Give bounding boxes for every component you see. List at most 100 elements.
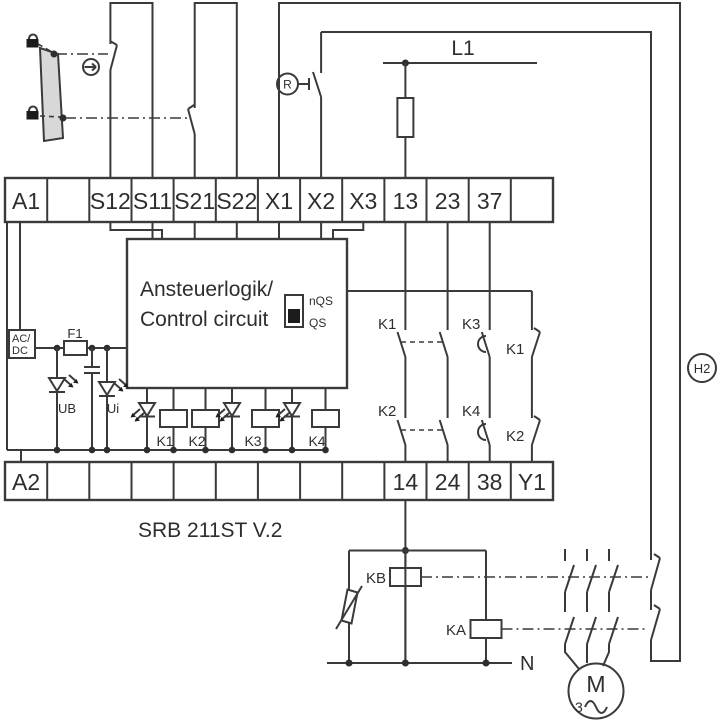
control-box-frame bbox=[125, 237, 349, 390]
mechanical-link-dashed bbox=[37, 43, 53, 53]
interlock-contact-1 bbox=[109, 2, 154, 178]
magnet-lock-icon bbox=[28, 33, 38, 40]
fuse-f1-icon bbox=[63, 340, 88, 356]
terminal-14: 14 bbox=[393, 469, 419, 495]
no-contact-blade bbox=[438, 419, 449, 446]
relay-coil-k4 bbox=[311, 409, 340, 428]
led-ub: UB bbox=[47, 348, 79, 450]
terminal-y1: Y1 bbox=[518, 469, 546, 495]
fuse-icon bbox=[396, 97, 415, 138]
varistor bbox=[335, 550, 363, 663]
lamp-label: H2 bbox=[694, 361, 711, 376]
no-contact-blade bbox=[438, 331, 449, 358]
capacitor bbox=[84, 348, 100, 450]
l1-supply: L1 bbox=[383, 37, 537, 178]
load-circuit: KB KA N bbox=[327, 500, 648, 675]
nc-contact-blade bbox=[109, 40, 118, 71]
coil-label-k4: K4 bbox=[308, 433, 325, 449]
terminal-s12: S12 bbox=[90, 188, 131, 214]
terminal-s22: S22 bbox=[216, 188, 257, 214]
magnet-lock-icon bbox=[28, 105, 38, 112]
contact-label-k3: K3 bbox=[462, 316, 480, 333]
reset-button-icon bbox=[276, 72, 299, 96]
coil-label-k1: K1 bbox=[156, 433, 173, 449]
ac-wave-icon bbox=[584, 700, 608, 714]
terminal-38: 38 bbox=[477, 469, 503, 495]
contactor-ka-label: KA bbox=[446, 622, 466, 639]
terminal-separators bbox=[46, 178, 512, 222]
terminal-x2: X2 bbox=[307, 188, 335, 214]
coil-label-k2: K2 bbox=[188, 433, 205, 449]
magnet-lock-icon bbox=[26, 39, 39, 48]
terminal-separators bbox=[46, 462, 512, 500]
feedback-inner-wire bbox=[321, 31, 652, 560]
terminal-37: 37 bbox=[477, 188, 503, 214]
internal-power-supply: AC/ DC F1 UB Ui bbox=[6, 222, 129, 450]
lamp-h2: H2 bbox=[687, 353, 717, 383]
led-icon bbox=[47, 377, 67, 393]
neutral-label: N bbox=[520, 653, 534, 675]
reset-feedback-loop: R bbox=[276, 2, 681, 662]
phase-stubs bbox=[564, 549, 610, 561]
contactor-kb: KB bbox=[366, 550, 648, 663]
guard-door-icon bbox=[38, 46, 65, 143]
contact-label-k1: K1 bbox=[378, 316, 396, 333]
door-link-dot bbox=[50, 50, 58, 58]
terminal-strip-frame bbox=[3, 460, 555, 502]
relay-coil-row: K1 K2 K3 K4 bbox=[130, 388, 340, 450]
motor-icon bbox=[567, 662, 625, 720]
control-box-title-de: Ansteuerlogik/ bbox=[140, 278, 273, 301]
led-icon bbox=[97, 381, 117, 397]
mechanical-link-dashed bbox=[39, 115, 61, 118]
terminal-13: 13 bbox=[393, 188, 419, 214]
contactor-kb-label: KB bbox=[366, 570, 386, 587]
reset-no-contact-blade bbox=[312, 71, 323, 98]
internal-bus bbox=[7, 446, 329, 462]
relay-coil-k3 bbox=[251, 409, 280, 428]
led-ub-label: UB bbox=[58, 401, 76, 416]
qs-switch-icon bbox=[284, 294, 304, 328]
led-icon bbox=[222, 402, 242, 418]
magnet-lock-icon bbox=[26, 111, 39, 120]
feedback-contact-label-k2: K2 bbox=[506, 428, 524, 445]
terminal-s21: S21 bbox=[174, 188, 215, 214]
device-title: SRB 211ST V.2 bbox=[138, 519, 282, 542]
contactor-ka: KA bbox=[446, 550, 648, 663]
led-ui-label: Ui bbox=[107, 401, 119, 416]
nqs-label: nQS bbox=[309, 294, 333, 308]
feedback-outer-wire bbox=[278, 2, 681, 662]
contact-label-k4: K4 bbox=[462, 403, 480, 420]
control-logic-box: Ansteuerlogik/ Control circuit nQS QS bbox=[125, 237, 349, 390]
actuation-direction-icon bbox=[82, 58, 100, 76]
output-contact-columns: K1 K3 K2 K4 K1 K2 bbox=[347, 222, 541, 462]
terminal-23: 23 bbox=[435, 188, 461, 214]
ka-main-contacts bbox=[564, 616, 619, 645]
terminal-a2: A2 bbox=[12, 469, 40, 495]
nc-contact-blade bbox=[530, 415, 541, 446]
no-contact-blade bbox=[396, 331, 407, 358]
terminal-x3: X3 bbox=[349, 188, 377, 214]
coil-label-k3: K3 bbox=[244, 433, 261, 449]
acdc-label-2: DC bbox=[12, 345, 28, 357]
acdc-label-1: AC/ bbox=[12, 333, 31, 345]
terminal-strip-top: A1 S12 S11 S21 S22 X1 X2 X3 13 23 37 bbox=[3, 176, 555, 224]
fuse-f1-label: F1 bbox=[67, 326, 82, 341]
qs-label: QS bbox=[309, 316, 326, 330]
contactor-coil-ka bbox=[469, 619, 503, 639]
terminal-strip-bottom: A2 14 24 38 Y1 bbox=[3, 460, 555, 502]
reset-button-label: R bbox=[283, 78, 292, 92]
led-icon bbox=[137, 402, 157, 418]
motor-phase-count: 3 bbox=[575, 699, 583, 715]
interlock-contact-2 bbox=[187, 2, 238, 178]
kb-main-contacts bbox=[564, 564, 619, 593]
kb-aux-nc-contact bbox=[650, 553, 661, 591]
motor-letter: M bbox=[586, 671, 605, 697]
feedback-contact-label-k1: K1 bbox=[506, 341, 524, 358]
signal-contact-arc bbox=[477, 335, 487, 353]
signal-contact-arc bbox=[477, 423, 487, 441]
led-icon bbox=[282, 402, 302, 418]
guard-door-assembly bbox=[26, 33, 187, 143]
terminal-stubs bbox=[109, 222, 365, 239]
